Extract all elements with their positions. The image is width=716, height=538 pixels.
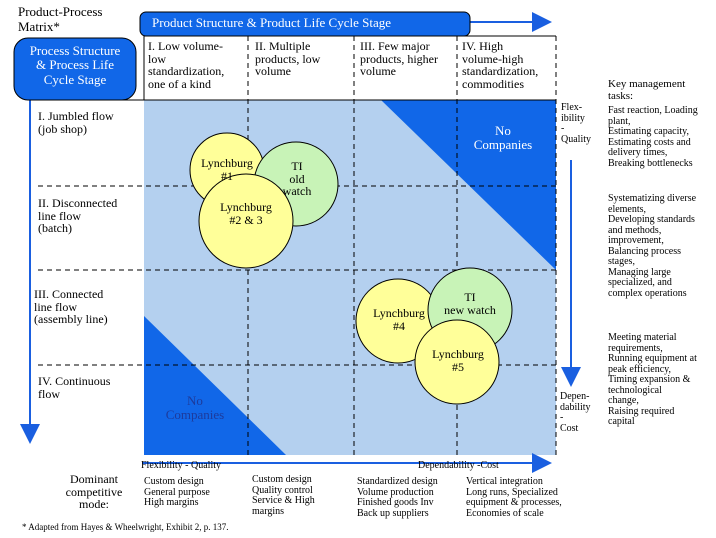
no-companies-bottom-label: No Companies: [165, 393, 225, 422]
key-tasks-group-3: Meeting material requirements, Running e…: [608, 332, 697, 427]
column-header-1: I. Low volume- low standardization, one …: [148, 39, 225, 91]
dominant-mode-column-2: Custom design Quality control Service & …: [252, 474, 315, 517]
dominant-mode-column-3: Standardized design Volume production Fi…: [357, 476, 438, 519]
dominant-mode-label: Dominant competitive mode:: [65, 472, 123, 512]
key-tasks-heading: Key management tasks:: [608, 78, 686, 102]
diagram-title-line2: Matrix*: [18, 19, 60, 34]
lynchburg-4-label: Lynchburg #4: [373, 306, 425, 333]
lynchburg-5-label: Lynchburg #5: [432, 347, 484, 374]
key-tasks-group-1: Fast reaction, Loading plant, Estimating…: [608, 105, 698, 169]
row-header-3: III. Connected line flow (assembly line): [34, 287, 108, 327]
no-companies-bottom-triangle: [144, 316, 286, 455]
process-stage-banner-bg: [13, 37, 137, 101]
no-companies-top-triangle: [381, 100, 556, 270]
bottom-axis-right-label: Dependability -Cost: [418, 460, 499, 471]
dominant-mode-column-1: Custom design General purpose High margi…: [144, 476, 210, 508]
footnote: * Adapted from Hayes & Wheelwright, Exhi…: [22, 522, 229, 532]
row-header-1: I. Jumbled flow (job shop): [38, 109, 114, 136]
column-header-4: IV. High volume-high standardization, co…: [462, 39, 539, 91]
ti-old-watch-label: TI old watch: [282, 159, 312, 199]
circle-lynchburg-5: [414, 319, 500, 405]
right-axis-top-label: Flex- ibility - Quality: [561, 102, 591, 145]
lynchburg-1-label: Lynchburg #1: [201, 156, 253, 183]
circle-lynchburg-2-3: [198, 173, 294, 269]
row-header-4: IV. Continuous flow: [38, 374, 111, 401]
column-header-3: III. Few major products, higher volume: [360, 39, 438, 79]
product-stage-banner-bg: [139, 11, 471, 37]
diagram-title-line1: Product-Process: [18, 4, 103, 19]
key-tasks-group-2: Systematizing diverse elements, Developi…: [608, 193, 697, 299]
dominant-mode-column-4: Vertical integration Long runs, Speciali…: [466, 476, 562, 519]
no-companies-top-label: No Companies: [473, 123, 533, 152]
right-axis-bottom-label: Depen- dability - Cost: [560, 391, 591, 434]
lynchburg-2-3-label: Lynchburg #2 & 3: [220, 200, 272, 227]
column-header-2: II. Multiple products, low volume: [255, 39, 321, 79]
product-stage-banner: Product Structure & Product Life Cycle S…: [152, 15, 392, 30]
ti-new-watch-label: TI new watch: [444, 290, 496, 317]
bottom-axis-left-label: Flexibility - Quality: [141, 460, 221, 471]
row-header-2: II. Disconnected line flow (batch): [38, 196, 118, 236]
process-stage-banner: Process Structure & Process Life Cycle S…: [29, 43, 121, 87]
